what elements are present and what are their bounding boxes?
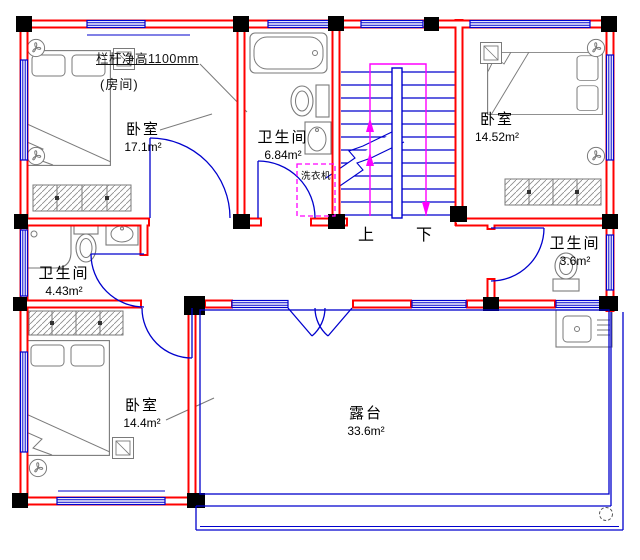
room-area: 17.1m²: [124, 139, 162, 154]
double-door-terrace: [287, 307, 353, 337]
terrace-drain: [599, 507, 613, 521]
door-bedroom-bottom-left: [141, 307, 193, 359]
room-area: 14.4m²: [123, 415, 161, 430]
window: [86, 19, 146, 29]
window: [56, 496, 166, 506]
room-area: 14.52m²: [474, 129, 520, 144]
windows: [19, 19, 615, 506]
door-bath-left: [90, 253, 145, 308]
room-label-bath-middle: 卫生间 6.84m²: [233, 129, 333, 162]
bedside-table: [481, 43, 502, 64]
fixtures-bath-right: [552, 252, 580, 292]
room-area: 6.84m²: [264, 147, 302, 162]
room-label-bedroom-top-right: 卧室 14.52m²: [447, 111, 547, 144]
room-label-bath-right: 卫生间 3.6m²: [525, 235, 625, 268]
bathtub: [249, 32, 328, 74]
room-label-bath-left: 卫生间 4.43m²: [14, 265, 114, 298]
room-name: 卫生间: [257, 129, 309, 146]
bedside-table: [113, 438, 134, 459]
stair-direction-line: [369, 63, 427, 216]
door-bath-middle: [257, 160, 316, 219]
window: [19, 229, 29, 297]
bed: [488, 52, 603, 115]
window: [605, 54, 615, 161]
room-label-bedroom-top-left: 卧室 17.1m²: [93, 121, 193, 154]
furniture-bedroom-bottom-left: [26, 310, 215, 477]
room-area: 3.6m²: [559, 253, 591, 268]
window: [267, 19, 331, 29]
window: [19, 59, 29, 161]
window: [231, 299, 289, 309]
room-name: 卫生间: [38, 265, 90, 282]
terrace-counter: [555, 309, 613, 348]
ceiling-fan-icon: [587, 39, 604, 56]
window: [19, 351, 29, 453]
railing-height-note: 栏杆净高1100mm: [96, 52, 199, 66]
window: [360, 19, 424, 29]
window: [605, 234, 615, 291]
washing-machine-label: 洗衣机: [300, 171, 331, 182]
ceiling-fan-icon: [27, 147, 44, 164]
room-name: 卧室: [125, 121, 160, 138]
terrace-floor-edge: [199, 309, 610, 495]
toilet-tank: [552, 278, 580, 292]
room-name: 卧室: [479, 111, 514, 128]
leader-line: [159, 113, 213, 131]
room-name: 卧室: [124, 397, 159, 414]
washing-machine-box: [296, 163, 336, 217]
toilet-tank: [315, 84, 330, 118]
room-label-bedroom-bottom-left: 卧室 14.4m²: [92, 397, 192, 430]
fixtures-bath-middle: [249, 32, 332, 155]
door-bath-right: [490, 227, 545, 282]
toilet: [290, 85, 314, 117]
ceiling-fan-icon: [29, 459, 46, 476]
railing-height-note-sub: (房间): [100, 77, 139, 92]
window: [411, 299, 467, 309]
furniture-bedroom-top-right: [481, 39, 605, 206]
staircase: [325, 63, 456, 219]
stair-stringer: [391, 67, 403, 219]
fixtures-bath-left: [24, 222, 139, 269]
room-name: 露台: [348, 405, 383, 422]
window: [555, 299, 602, 309]
terrace-railing: [195, 309, 624, 531]
room-name: 卫生间: [549, 235, 601, 252]
ceiling-fan-icon: [27, 39, 44, 56]
room-area: 33.6m²: [347, 423, 385, 438]
doors: [90, 137, 545, 359]
room-label-terrace: 露台 33.6m²: [316, 405, 416, 438]
shower-tray: [24, 225, 72, 269]
stair-up-label: 上: [358, 227, 375, 244]
columns: [12, 16, 618, 508]
door-bedroom-top-left: [149, 137, 231, 219]
ceiling-fan-icon: [587, 147, 604, 164]
stair-down-label: 下: [416, 227, 433, 244]
room-area: 4.43m²: [45, 283, 83, 298]
window: [469, 19, 591, 29]
furniture-bedroom-top-left: [27, 39, 248, 212]
